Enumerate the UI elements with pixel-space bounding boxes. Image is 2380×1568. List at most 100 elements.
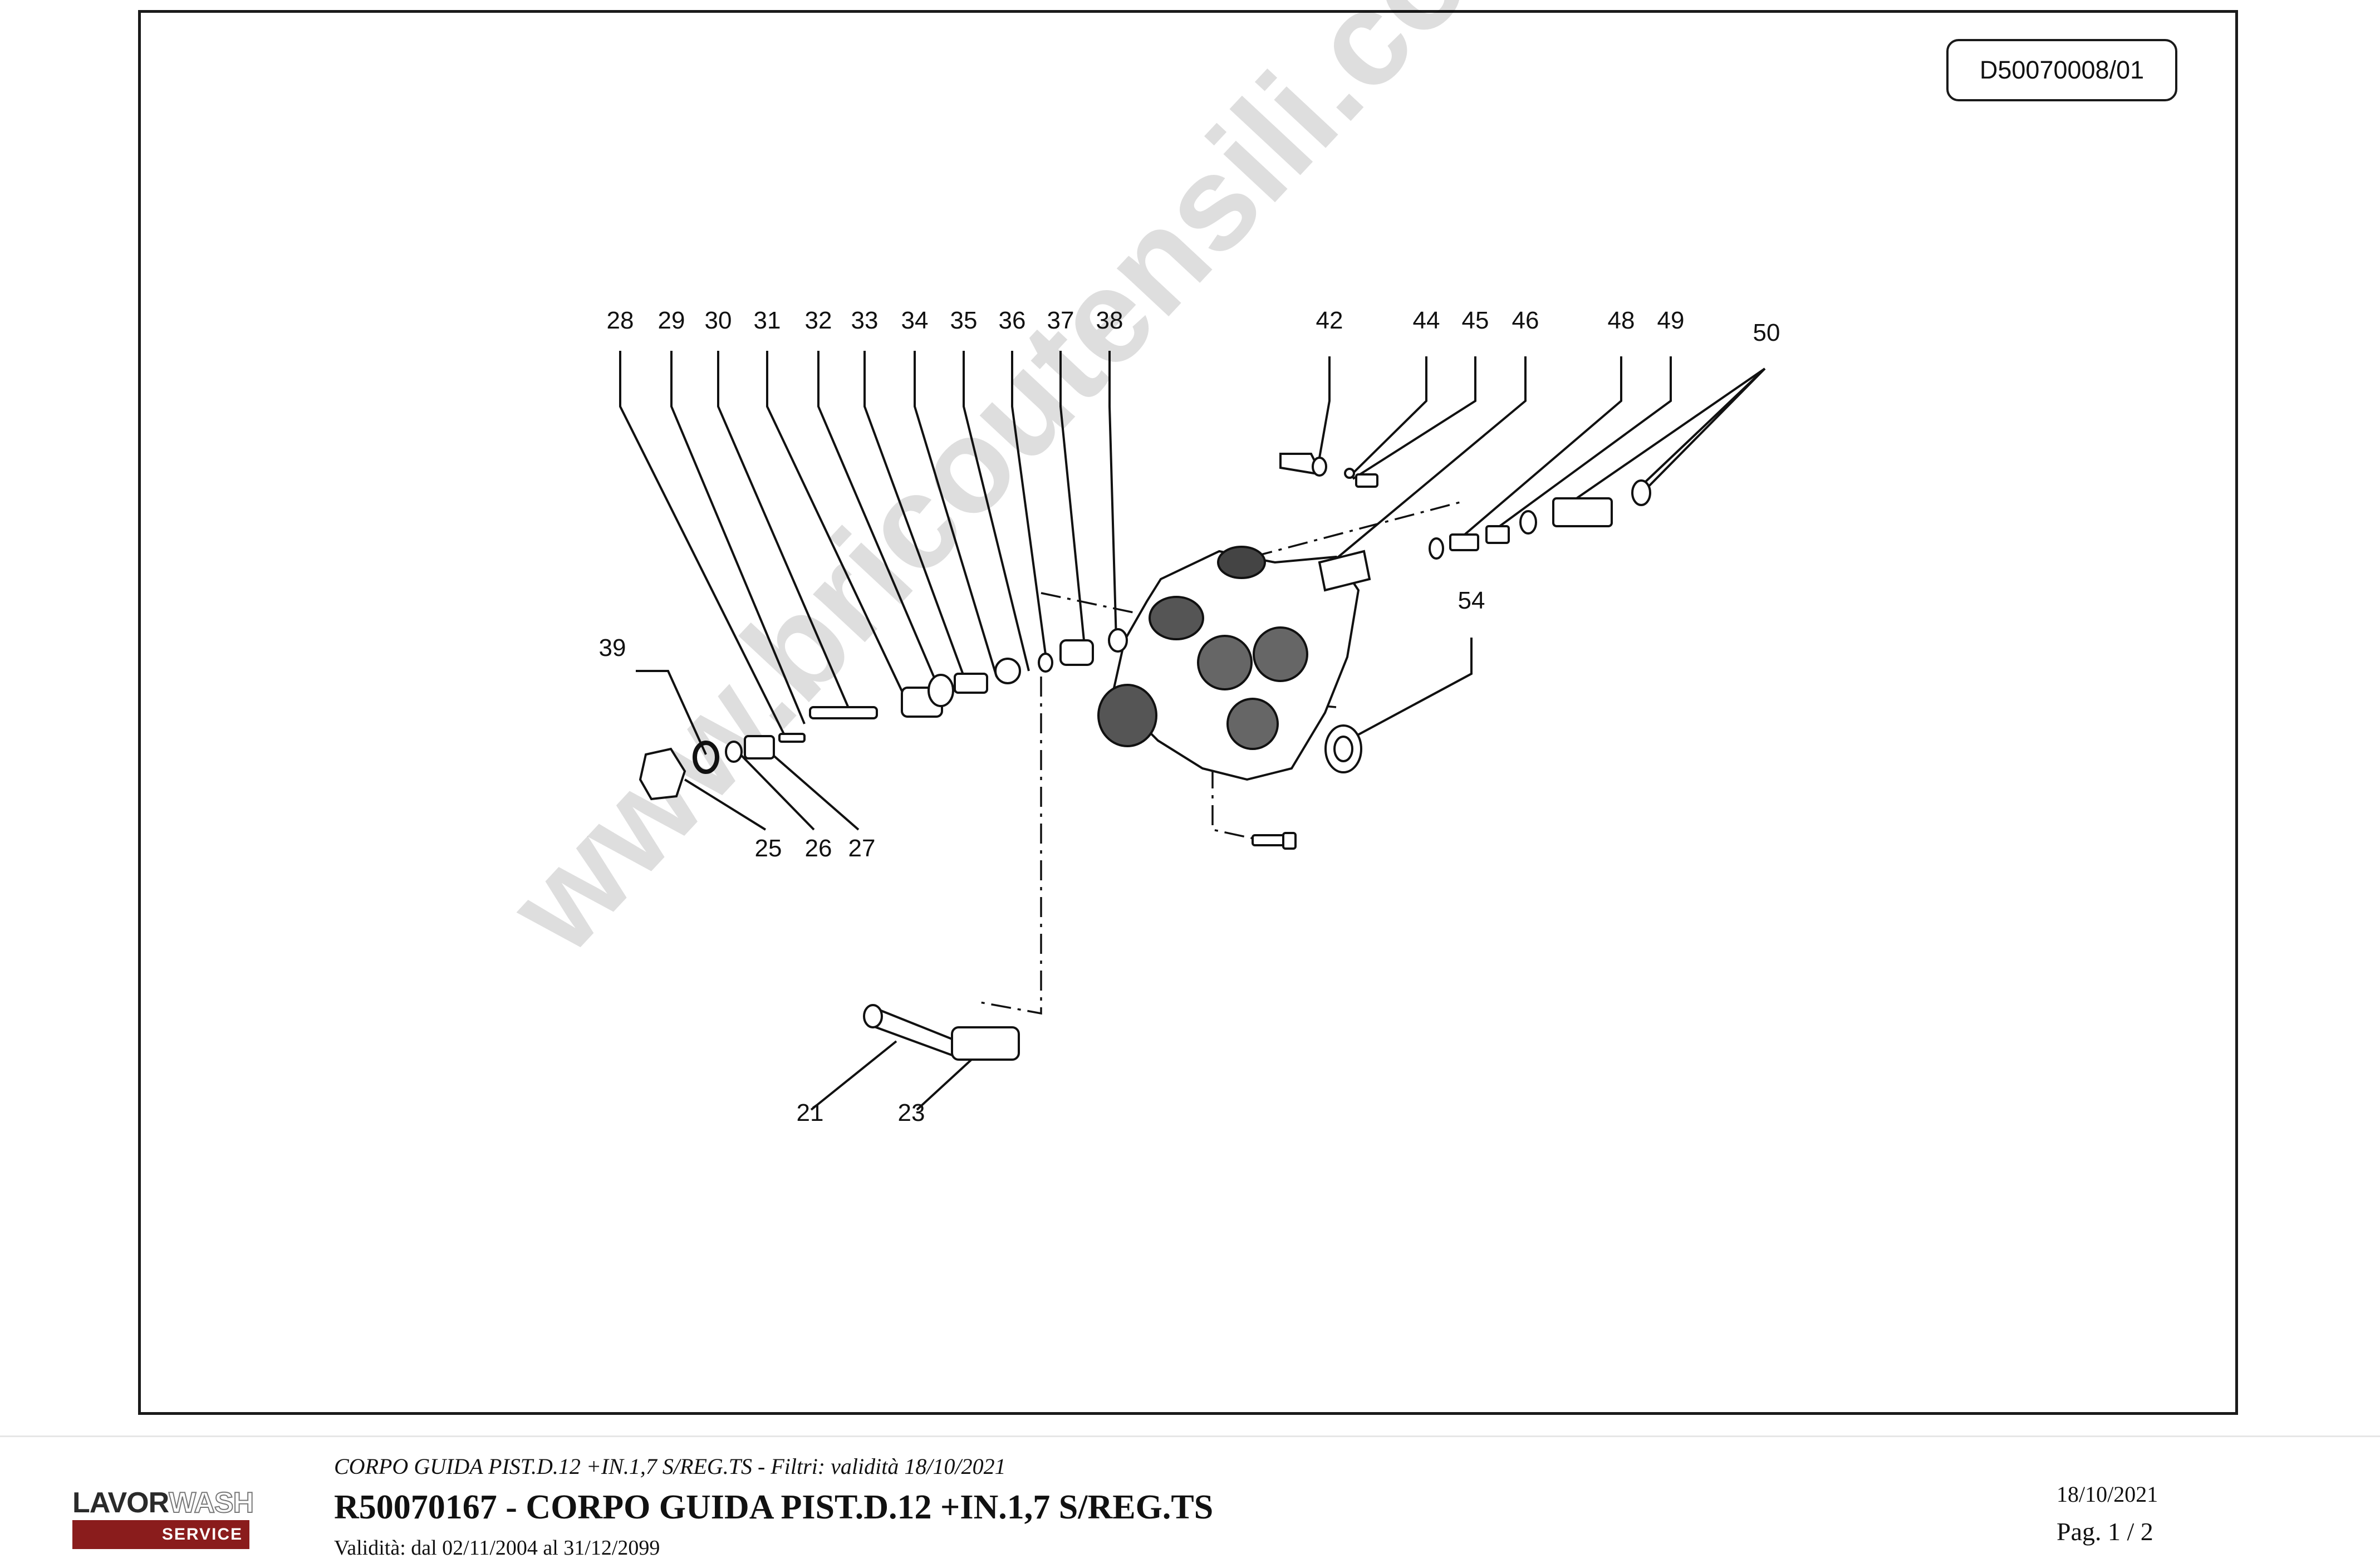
- callout-35: 35: [950, 307, 978, 334]
- part-23-spring: [951, 1026, 1020, 1061]
- callout-54: 54: [1458, 587, 1485, 614]
- leader-28: [619, 351, 785, 734]
- part-37-sleeve: [1059, 639, 1094, 666]
- callout-23: 23: [898, 1099, 925, 1126]
- leader-32: [817, 351, 942, 694]
- callout-32: 32: [805, 307, 832, 334]
- callout-29: 29: [658, 307, 685, 334]
- callout-21: 21: [797, 1099, 824, 1126]
- part-bolt-head: [1282, 832, 1297, 850]
- centerline-bottom: [1211, 768, 1264, 842]
- callout-42: 42: [1316, 307, 1343, 334]
- logo-wash-text: WASH: [168, 1486, 254, 1520]
- centerline-left2: [979, 677, 1042, 1015]
- part-45: [1355, 473, 1378, 488]
- callout-31: 31: [754, 307, 781, 334]
- callout-50: 50: [1753, 319, 1780, 346]
- part-46: [1429, 537, 1444, 560]
- print-date: 18/10/2021: [2057, 1482, 2158, 1507]
- part-39-oring: [693, 741, 719, 774]
- leader-37: [1059, 351, 1086, 646]
- part-bolt: [1252, 834, 1287, 846]
- callout-27: 27: [848, 835, 876, 862]
- part-27-spring: [744, 735, 775, 759]
- leader-35: [963, 351, 1030, 672]
- leader-54: [1347, 638, 1473, 742]
- part-36-ring: [1038, 653, 1053, 673]
- callout-34: 34: [901, 307, 929, 334]
- part-54-inner: [1333, 736, 1353, 762]
- centerline-left: [1041, 592, 1147, 616]
- leader-21: [810, 1040, 897, 1111]
- footer-divider: [0, 1435, 2380, 1437]
- leader-46: [1324, 356, 1527, 569]
- leader-38: [1108, 351, 1117, 641]
- document-title: R50070167 - CORPO GUIDA PIST.D.12 +IN.1,…: [334, 1488, 1214, 1526]
- parts-group: [639, 453, 1651, 1061]
- callout-39: 39: [599, 634, 626, 661]
- callout-30: 30: [705, 307, 732, 334]
- leader-27: [762, 745, 860, 831]
- callout-48: 48: [1608, 307, 1635, 334]
- part-42-ring: [1312, 457, 1327, 477]
- callout-25: 25: [755, 835, 782, 862]
- part-33-spring: [954, 673, 988, 694]
- leader-33: [863, 351, 967, 683]
- callout-49: 49: [1657, 307, 1685, 334]
- body-port-3: [1226, 698, 1279, 750]
- logo-lavor-text: LAVOR: [72, 1487, 169, 1519]
- leader-26: [739, 753, 815, 831]
- leader-39: [636, 670, 707, 755]
- callout-44: 44: [1413, 307, 1440, 334]
- callout-45: 45: [1462, 307, 1489, 334]
- callout-46: 46: [1512, 307, 1539, 334]
- part-29-stem: [809, 706, 878, 719]
- part-34-seat: [994, 658, 1021, 684]
- body-port-top: [1217, 546, 1266, 579]
- page-indicator: Pag. 1 / 2: [2057, 1517, 2153, 1546]
- body-port-1: [1197, 635, 1253, 690]
- leader-34: [914, 351, 998, 677]
- leader-42: [1318, 356, 1331, 458]
- callout-37: 37: [1047, 307, 1074, 334]
- part-32-ring: [928, 674, 954, 707]
- part-38-ring: [1108, 628, 1128, 653]
- leader-48: [1460, 356, 1622, 538]
- leader-50a: [1563, 367, 1766, 508]
- leader-25: [684, 778, 767, 831]
- leader-29: [670, 351, 806, 724]
- part-21-head: [863, 1004, 883, 1028]
- part-49: [1485, 525, 1510, 544]
- part-25-nut: [639, 747, 686, 801]
- leader-31: [766, 351, 907, 701]
- document-subtitle: CORPO GUIDA PIST.D.12 +IN.1,7 S/REG.TS -…: [334, 1454, 1006, 1479]
- drawing-frame: [138, 10, 2238, 1415]
- leader-45: [1352, 356, 1476, 480]
- callout-26: 26: [805, 835, 832, 862]
- part-50-ring1: [1519, 510, 1537, 535]
- validity-range: Validità: dal 02/11/2004 al 31/12/2099: [334, 1536, 660, 1560]
- callout-28: 28: [607, 307, 634, 334]
- leader-50c: [1641, 367, 1766, 494]
- drawing-code-label: D50070008/01: [1946, 39, 2177, 101]
- part-50-fitting: [1552, 497, 1613, 527]
- body-nipple-right: [1318, 550, 1371, 592]
- part-26-washer: [725, 741, 743, 763]
- part-28-pin: [778, 733, 806, 743]
- part-48: [1449, 533, 1479, 551]
- callout-38: 38: [1096, 307, 1123, 334]
- callout-33: 33: [851, 307, 879, 334]
- leader-36: [1011, 351, 1048, 663]
- body-port-left: [1149, 596, 1204, 640]
- part-44: [1344, 468, 1355, 479]
- leader-44: [1352, 356, 1427, 474]
- body-port-front: [1097, 684, 1157, 747]
- callout-36: 36: [999, 307, 1026, 334]
- logo-service-band: SERVICE: [72, 1520, 249, 1549]
- leader-49: [1491, 356, 1672, 533]
- part-50-ring2: [1631, 479, 1651, 506]
- body-port-2: [1253, 626, 1308, 682]
